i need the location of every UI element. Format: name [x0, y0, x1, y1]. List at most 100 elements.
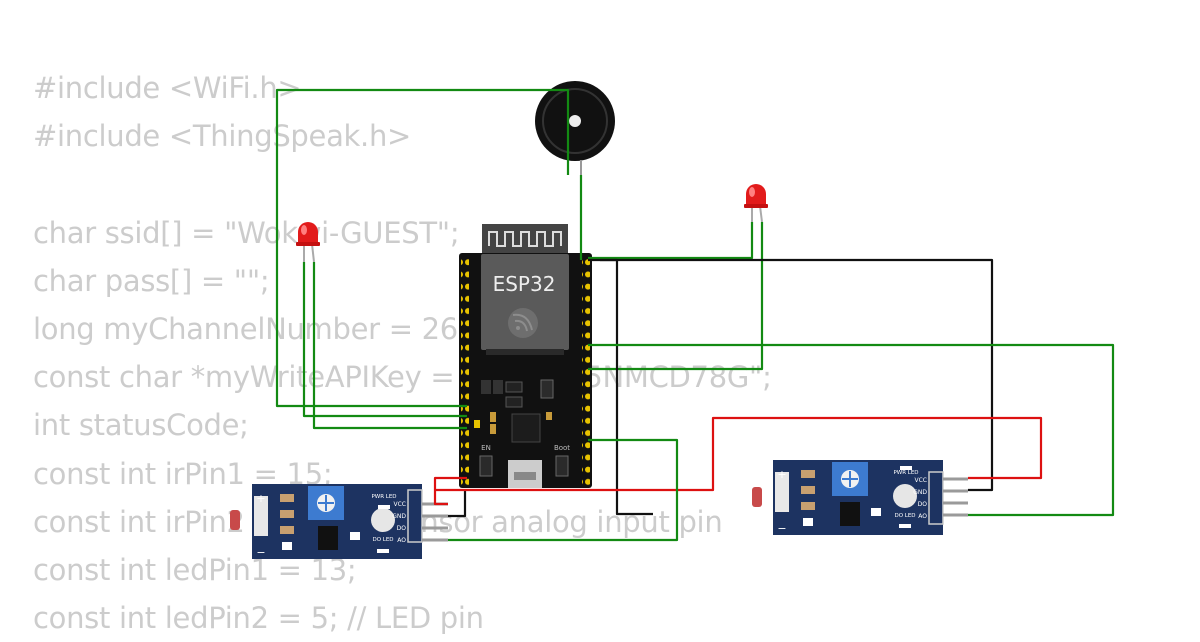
- ir1-plus-label: +: [256, 492, 265, 505]
- component-reg-1: [505, 381, 523, 393]
- ir1-pwr-led-label: PWR LED: [371, 494, 396, 500]
- ir1-ir-led: [230, 510, 240, 530]
- ir1-pin-label-ao: AO: [397, 537, 406, 544]
- ir2-receiver: [893, 484, 917, 508]
- component-res-2: [490, 424, 496, 434]
- piezo-buzzer[interactable]: [535, 81, 615, 175]
- led1-body: [298, 222, 318, 244]
- ir1-receiver: [371, 508, 395, 532]
- component-cap-1: [481, 380, 491, 394]
- led1-leg-b: [311, 243, 315, 263]
- led1-rim: [296, 242, 320, 246]
- component-reg-2: [505, 396, 523, 408]
- component-cap-2: [493, 380, 503, 394]
- usb-uart-chip: [511, 413, 541, 443]
- ir2-ir-led: [752, 487, 762, 507]
- component-res-3: [546, 412, 552, 420]
- wires: [275, 88, 1115, 542]
- wire-led1-a[interactable]: [302, 262, 467, 418]
- led2-highlight: [749, 187, 755, 197]
- code-line: #include <WiFi.h>: [33, 71, 302, 105]
- ir2-pwr-led-label: PWR LED: [893, 470, 918, 476]
- wire-gnd-ir2[interactable]: [588, 258, 994, 492]
- ir2-plus-label: +: [777, 468, 786, 481]
- wire-buzzer-signal[interactable]: [275, 88, 570, 408]
- buzzer-ring: [542, 88, 608, 154]
- wire-led2-a[interactable]: [588, 222, 754, 260]
- ir2-do-led-label: DO LED: [894, 513, 915, 519]
- code-line: #include <ThingSpeak.h>: [33, 119, 412, 154]
- esp32-module-shield: [481, 254, 569, 350]
- led2-body: [746, 184, 766, 206]
- micro-usb-opening: [514, 472, 536, 480]
- ir2-pin-label-ao: AO: [918, 513, 927, 520]
- ir1-resistor-1: [280, 494, 294, 502]
- ir1-resistor-2: [280, 510, 294, 518]
- ir1-pin-label-vcc: VCC: [394, 501, 406, 508]
- ir2-minus-label: −: [777, 522, 786, 535]
- ir2-pin-label-vcc: VCC: [915, 477, 927, 484]
- ir1-pin-label-gnd: GND: [392, 513, 406, 520]
- ir2-resistor-2: [801, 486, 815, 494]
- ir1-comparator-chip: [318, 526, 338, 550]
- ir2-resistor-3: [801, 502, 815, 510]
- ir1-emitter-holder: [254, 496, 268, 536]
- ir2-pwr-led: [900, 466, 912, 470]
- ir2-pot-screw-icon: [841, 470, 859, 488]
- led2-rim: [744, 204, 768, 208]
- ir2-do-led: [899, 524, 911, 528]
- ir-sensor-module-1[interactable]: + − PWR LED DO LED VCC GND DO AO: [230, 484, 448, 559]
- ir2-smd-2: [871, 508, 881, 516]
- red-led-1[interactable]: [296, 222, 320, 263]
- wire-ir2-do[interactable]: [588, 343, 1115, 517]
- left-pin-header: [461, 257, 469, 487]
- ir2-resistor-1: [801, 470, 815, 478]
- antenna-trace-icon: [488, 231, 562, 247]
- code-line: const int ledPin2 = 5; // LED pin: [33, 601, 484, 636]
- boot-label: Boot: [554, 444, 570, 452]
- right-pin-header: [582, 257, 590, 487]
- code-line: int statusCode;: [33, 408, 249, 443]
- wire-gnd-ir1-pin[interactable]: [448, 490, 467, 518]
- ir2-emitter-holder: [775, 472, 789, 512]
- code-line: long myChannelNumber = 26: [33, 311, 458, 346]
- ir2-smd-1: [803, 518, 813, 526]
- buzzer-center: [569, 115, 581, 127]
- red-led-2[interactable]: [744, 184, 768, 223]
- module-pads: [486, 349, 564, 355]
- ir1-resistor-3: [280, 526, 294, 534]
- component-led-pwr: [474, 420, 480, 428]
- en-label: EN: [481, 444, 491, 452]
- component-diode: [540, 379, 554, 399]
- espressif-logo-icon: [508, 308, 538, 338]
- ir2-pins: [943, 477, 968, 517]
- ir1-pin-label-do: DO: [397, 525, 407, 532]
- wire-vcc-ir1[interactable]: [433, 416, 1043, 506]
- ir1-do-led-label: DO LED: [372, 537, 393, 543]
- ir1-pins: [422, 502, 448, 542]
- ir1-smd-2: [350, 532, 360, 540]
- wire-led1-b[interactable]: [312, 262, 467, 430]
- ir-sensor-module-2[interactable]: + − PWR LED DO LED VCC GND DO AO: [752, 460, 968, 535]
- ir1-pwr-led: [378, 505, 390, 509]
- wire-ir1-ao[interactable]: [448, 438, 679, 542]
- code-editor-background: #include <WiFi.h> #include <ThingSpeak.h>…: [33, 64, 772, 642]
- ir1-smd-1: [282, 542, 292, 550]
- ir1-do-led: [377, 549, 389, 553]
- component-res-1: [490, 412, 496, 422]
- ir2-pin-header: [928, 471, 944, 525]
- wire-led2-b[interactable]: [588, 222, 764, 371]
- boot-button[interactable]: [555, 455, 569, 477]
- led2-leg-b: [759, 205, 763, 223]
- code-line: char pass[] = "";: [33, 263, 270, 298]
- wire-gnd-ir1[interactable]: [600, 258, 653, 516]
- ir1-minus-label: −: [256, 546, 265, 559]
- esp32-board[interactable]: ESP32 EN Boot: [459, 224, 592, 488]
- en-button[interactable]: [479, 455, 493, 477]
- esp32-label: ESP32: [493, 272, 556, 296]
- wire-vcc-esp[interactable]: [433, 476, 467, 490]
- ir2-pin-label-do: DO: [918, 501, 928, 508]
- ir2-comparator-chip: [840, 502, 860, 526]
- ir1-pot-screw-icon: [317, 494, 335, 512]
